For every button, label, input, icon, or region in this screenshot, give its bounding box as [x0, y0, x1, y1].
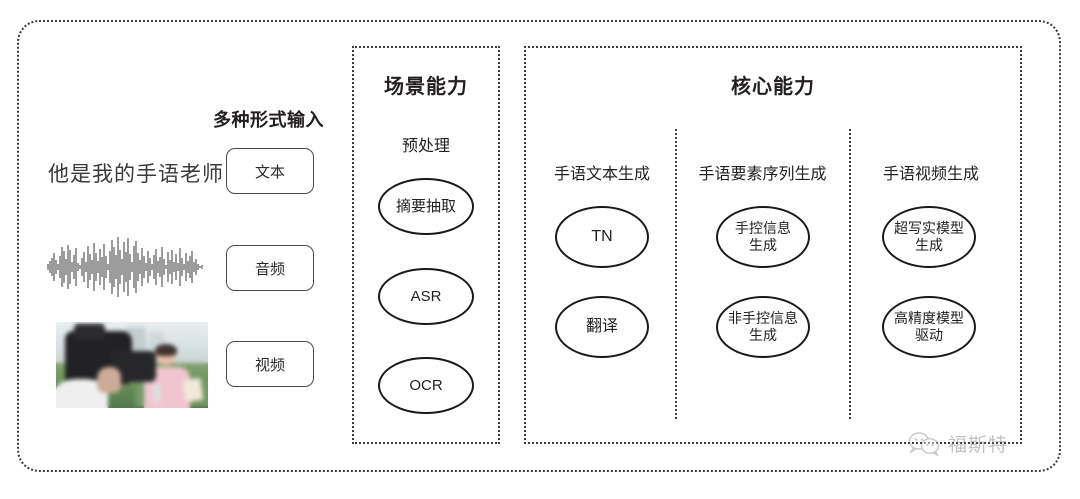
scene-node-label: 摘要抽取 — [395, 197, 456, 215]
core-node-manual-info-generation[interactable]: 手控信息 生成 — [716, 206, 810, 268]
watermark: 福斯特 — [908, 430, 1008, 457]
core-node-label-line1: TN — [591, 227, 613, 245]
modality-box-text[interactable]: 文本 — [226, 148, 314, 194]
core-node-label-line1: 手控信息 — [735, 220, 791, 237]
watermark-text: 福斯特 — [948, 435, 1009, 456]
core-column-divider-1 — [675, 129, 677, 419]
core-node-hyperrealistic-model-generation[interactable]: 超写实模型 生成 — [882, 206, 976, 268]
core-capability-panel: 核心能力 手语文本生成 TN 翻译 手语要素序列生成 手控信息 生成 非手控信息… — [524, 46, 1022, 444]
core-node-label-line1: 超写实模型 — [894, 220, 964, 237]
core-column-header-element-sequence: 手语要素序列生成 — [698, 166, 827, 183]
scene-node-summary-extraction[interactable]: 摘要抽取 — [378, 178, 474, 235]
scene-node-ocr[interactable]: OCR — [378, 357, 474, 414]
core-node-highprecision-model-driving[interactable]: 高精度模型 驱动 — [882, 296, 976, 358]
core-node-label-line2: 生成 — [749, 237, 777, 253]
core-column-header-video-generation: 手语视频生成 — [882, 166, 979, 183]
scene-group-label: 预处理 — [401, 138, 450, 155]
core-node-label-line2: 驱动 — [915, 327, 943, 343]
audio-waveform-icon — [47, 237, 203, 297]
core-panel-title: 核心能力 — [731, 76, 815, 98]
core-node-tn[interactable]: TN — [555, 206, 649, 268]
scene-capability-panel: 场景能力 预处理 摘要抽取 ASR OCR — [352, 46, 500, 444]
sample-sentence-text: 他是我的手语老师 — [48, 163, 224, 186]
input-section-heading: 多种形式输入 — [213, 110, 324, 130]
core-column-header-text-generation: 手语文本生成 — [553, 166, 650, 183]
video-thumbnail-image — [56, 322, 208, 408]
scene-panel-title: 场景能力 — [384, 76, 468, 98]
scene-node-label: OCR — [409, 376, 443, 394]
core-node-label-line1: 高精度模型 — [894, 310, 964, 327]
scene-node-asr[interactable]: ASR — [378, 268, 474, 325]
modality-box-audio[interactable]: 音频 — [226, 245, 314, 291]
core-node-label-line1: 非手控信息 — [728, 310, 798, 327]
core-column-divider-2 — [849, 129, 851, 419]
core-node-label-line2: 生成 — [749, 327, 777, 343]
core-node-translation[interactable]: 翻译 — [555, 296, 649, 358]
core-node-nonmanual-info-generation[interactable]: 非手控信息 生成 — [716, 296, 810, 358]
scene-node-label: ASR — [410, 287, 442, 305]
modality-box-video[interactable]: 视频 — [226, 341, 314, 387]
core-node-label-line1: 翻译 — [585, 317, 618, 335]
core-node-label-line2: 生成 — [915, 237, 943, 253]
wechat-icon — [908, 431, 940, 456]
